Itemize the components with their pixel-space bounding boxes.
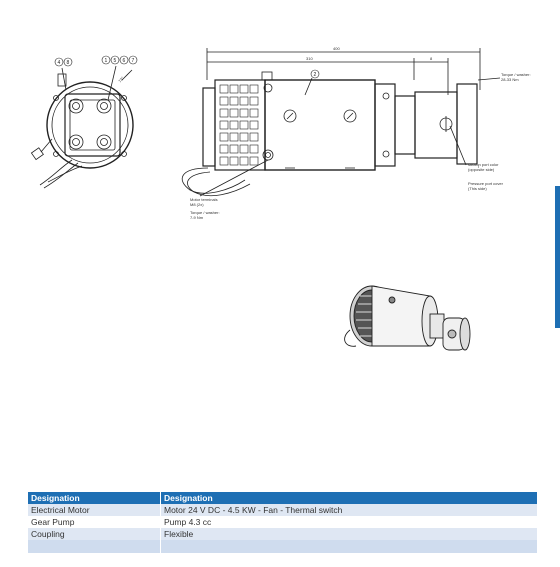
table-cell-empty — [28, 540, 161, 553]
product-illustration — [344, 285, 471, 351]
port-marker: I — [478, 164, 479, 169]
column-header-designation-1: Designation — [28, 492, 161, 504]
suction-port-note: suction port color (opposite side) — [468, 162, 499, 172]
front-view-callouts — [54, 55, 138, 67]
table-cell: Electrical Motor — [28, 504, 161, 516]
table-cell: Coupling — [28, 528, 161, 540]
dimension-pump: 8 — [430, 56, 433, 61]
dimension-overall: 400 — [333, 46, 340, 51]
technical-drawing: 4 8 1 5 6 7 72° — [30, 46, 531, 351]
table-row: Electrical Motor Motor 24 V DC - 4.5 KW … — [28, 504, 538, 516]
table-row: Coupling Flexible — [28, 528, 538, 540]
callout-front-8: 8 — [67, 60, 70, 66]
column-header-designation-2: Designation — [160, 492, 538, 504]
table-row: Gear Pump Pump 4.3 cc — [28, 516, 538, 528]
callout-side-2: 2 — [314, 72, 317, 78]
table-row-empty — [28, 540, 538, 553]
torque-terminals-note: Torque / washer: 7-9 Nm — [190, 210, 220, 220]
table-cell-empty — [160, 540, 538, 553]
pressure-port-note: Pressure port cover (This side) — [468, 181, 503, 191]
torque-pump-note: Torque / washer: 28-33 Nm — [501, 72, 531, 82]
callout-front-1: 1 — [105, 58, 108, 64]
side-tab-marker — [555, 186, 560, 328]
table-cell: Gear Pump — [28, 516, 161, 528]
callout-front-6: 6 — [123, 58, 126, 64]
motor-terminals-note: Motor terminals M8 (2x) — [190, 197, 218, 207]
front-view — [30, 65, 134, 189]
side-view — [181, 48, 501, 197]
specification-table: Designation Designation Electrical Motor… — [28, 492, 538, 553]
table-cell: Motor 24 V DC - 4.5 KW - Fan - Thermal s… — [160, 504, 538, 516]
table-cell: Pump 4.3 cc — [160, 516, 538, 528]
dimension-body: 310 — [306, 56, 313, 61]
callout-front-4: 4 — [58, 60, 61, 66]
angle-label: 72° — [117, 75, 125, 83]
table-cell: Flexible — [160, 528, 538, 540]
side-view-callout — [310, 69, 320, 79]
callout-front-5: 5 — [114, 58, 117, 64]
table-header-row: Designation Designation — [28, 492, 538, 504]
callout-front-7: 7 — [132, 58, 135, 64]
